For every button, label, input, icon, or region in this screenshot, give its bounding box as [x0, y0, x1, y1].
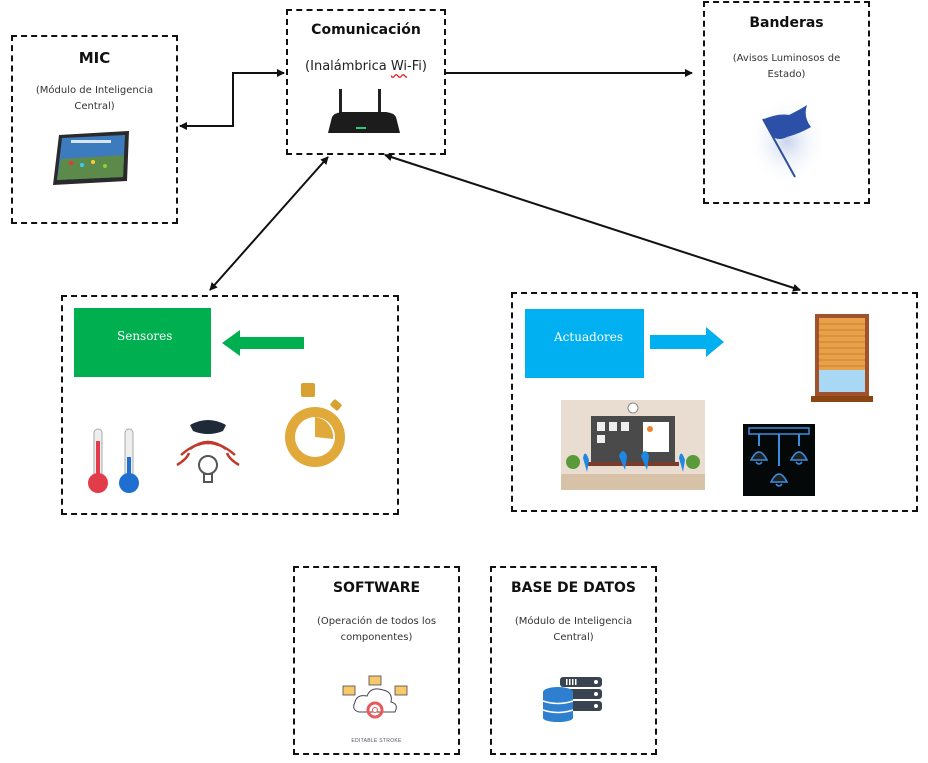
sensores-block: Sensores	[74, 308, 211, 377]
comunicacion-subtitle-pre: (Inalámbrica	[305, 59, 391, 74]
comunicacion-subtitle-flagged: Wi	[390, 59, 408, 74]
sensores-arrow-icon	[222, 330, 304, 356]
thermometer-cold-icon	[119, 428, 139, 493]
base-datos-subtitle-line2: Central)	[553, 632, 594, 643]
ceiling-lamps-icon	[743, 424, 815, 496]
connector-comunicacion-sensores	[209, 156, 329, 291]
wifi-router-icon	[328, 89, 400, 133]
banderas-subtitle-line2: Estado)	[767, 69, 806, 80]
mic-subtitle-line1: (Módulo de Inteligencia	[35, 85, 154, 96]
meeting-room-icon	[561, 400, 705, 490]
base-datos-title: BASE DE DATOS	[511, 580, 636, 596]
comunicacion-title: Comunicación	[311, 22, 421, 38]
base-datos-box: BASE DE DATOS (Módulo de Inteligencia Ce…	[490, 566, 657, 755]
software-box: SOFTWARE (Operación de todos los compone…	[293, 566, 460, 755]
cloud-settings-icon	[342, 675, 408, 719]
mic-subtitle-line2: Central)	[74, 101, 115, 112]
banderas-box: Banderas (Avisos Luminosos de Estado)	[703, 1, 870, 204]
comunicacion-subtitle-post: -Fi)	[407, 59, 427, 74]
mic-title: MIC	[78, 49, 111, 67]
software-subtitle-line1: (Operación de todos los	[316, 616, 437, 627]
database-server-icon	[542, 677, 602, 722]
thermometer-hot-icon	[88, 428, 108, 493]
comunicacion-box: Comunicación (Inalámbrica Wi-Fi)	[286, 9, 446, 155]
software-subtitle-line2: componentes)	[340, 632, 413, 643]
base-datos-subtitle-line1: (Módulo de Inteligencia	[514, 616, 633, 627]
software-title: SOFTWARE	[332, 580, 421, 596]
banderas-subtitle-line1: (Avisos Luminosos de	[732, 53, 841, 64]
connector-mic-comunicacion	[179, 69, 285, 130]
tablet-icon	[53, 131, 129, 185]
window-blind-icon	[811, 314, 873, 402]
actuadores-block: Actuadores	[525, 309, 644, 378]
banderas-title: Banderas	[749, 15, 824, 31]
flag-icon	[747, 97, 827, 185]
stopwatch-icon	[285, 383, 345, 467]
actuadores-arrow-icon	[650, 327, 724, 357]
software-icon-caption: EDITABLE STROKE	[351, 738, 402, 744]
actuadores-box: Actuadores	[511, 292, 918, 512]
light-sensor-icon	[176, 420, 240, 483]
comunicacion-subtitle: (Inalámbrica Wi-Fi)	[288, 57, 444, 77]
mic-box: MIC (Módulo de Inteligencia Central)	[11, 35, 178, 224]
sensores-box: Sensores	[61, 295, 399, 515]
actuadores-label: Actuadores	[554, 330, 623, 344]
sensores-label: Sensores	[117, 329, 173, 343]
